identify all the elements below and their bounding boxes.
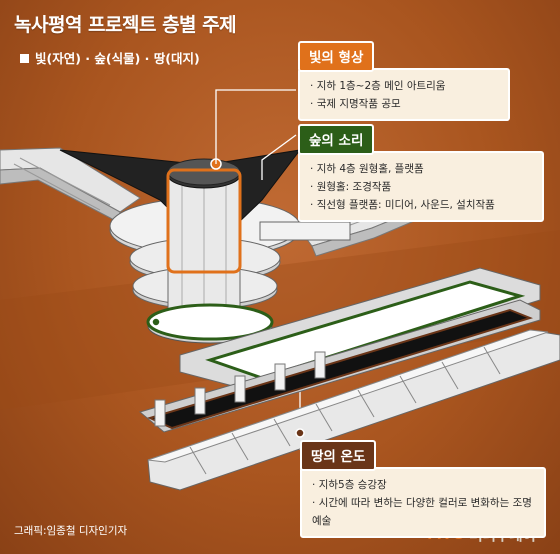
support-columns bbox=[154, 351, 326, 427]
light-item: 지하 1층~2층 메인 아트리움 bbox=[310, 77, 498, 95]
forest-item: 직선형 플랫폼: 미디어, 사운드, 설치작품 bbox=[310, 196, 532, 214]
graphic-credit: 그래픽:임종철 디자인기자 bbox=[14, 525, 128, 537]
forest-items: 지하 4층 원형홀, 플랫폼 원형홀: 조경작품 직선형 플랫폼: 미디어, 사… bbox=[298, 151, 544, 222]
train bbox=[147, 329, 560, 491]
circular-hall bbox=[146, 303, 274, 344]
light-item: 국제 지명작품 공모 bbox=[310, 95, 498, 113]
forest-panel: 숲의 소리 지하 4층 원형홀, 플랫폼 원형홀: 조경작품 직선형 플랫폼: … bbox=[298, 124, 544, 222]
land-items: 지하5층 승강장 시간에 따라 변하는 다양한 컬러로 변화하는 조명 예술 bbox=[300, 467, 546, 538]
subtitle-text: 빛(자연) · 숲(식물) · 땅(대지) bbox=[35, 51, 200, 66]
ground-band bbox=[0, 230, 560, 410]
left-escalator bbox=[0, 147, 141, 223]
page-title: 녹사평역 프로젝트 층별 주제 bbox=[14, 14, 237, 36]
forest-heading: 숲의 소리 bbox=[298, 124, 375, 155]
forest-item: 지하 4층 원형홀, 플랫폼 bbox=[310, 160, 532, 178]
central-tower bbox=[166, 158, 242, 326]
land-heading: 땅의 온도 bbox=[300, 440, 377, 471]
land-panel: 땅의 온도 지하5층 승강장 시간에 따라 변하는 다양한 컬러로 변화하는 조… bbox=[300, 440, 546, 538]
land-item: 지하5층 승강장 bbox=[312, 476, 534, 494]
land-item: 시간에 따라 변하는 다양한 컬러로 변화하는 조명 예술 bbox=[312, 494, 534, 530]
subtitle: 빛(자연) · 숲(식물) · 땅(대지) bbox=[20, 48, 200, 67]
light-heading: 빛의 형상 bbox=[298, 41, 375, 72]
forest-item: 원형홀: 조경작품 bbox=[310, 178, 532, 196]
light-panel: 빛의 형상 지하 1층~2층 메인 아트리움 국제 지명작품 공모 bbox=[298, 41, 510, 121]
square-bullet-icon bbox=[20, 54, 29, 63]
light-items: 지하 1층~2층 메인 아트리움 국제 지명작품 공모 bbox=[298, 68, 510, 121]
